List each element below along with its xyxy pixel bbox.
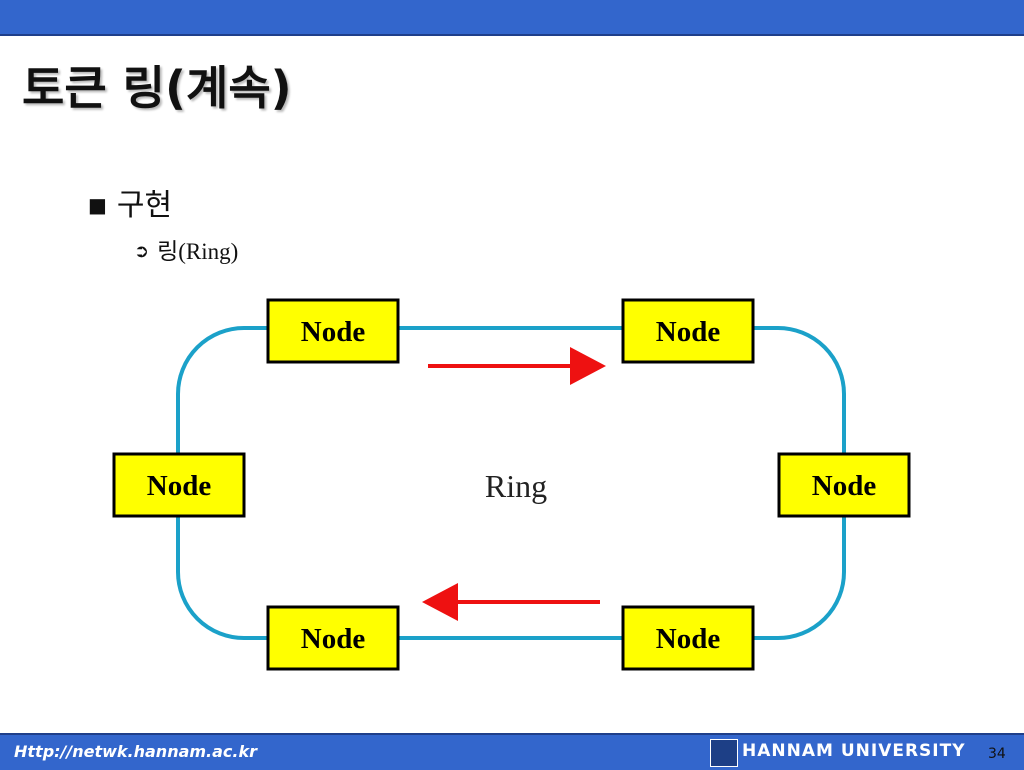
top-bar bbox=[0, 0, 1024, 36]
arrow-right bbox=[428, 347, 606, 385]
node-bottom-right: Node bbox=[621, 605, 755, 671]
node-bottom-left: Node bbox=[266, 605, 400, 671]
slide-title: 토큰 링(계속) bbox=[22, 61, 292, 115]
node-label: Node bbox=[301, 623, 366, 655]
page-number: 34 bbox=[988, 746, 1006, 762]
node-label: Node bbox=[656, 316, 721, 348]
footer-url: Http://netwk.hannam.ac.kr bbox=[14, 742, 258, 761]
bullet-level1-text: 구현 bbox=[116, 188, 173, 223]
arrow-bullet-icon: ➲ bbox=[134, 241, 150, 262]
university-logo-icon bbox=[710, 739, 738, 767]
footer-bar: Http://netwk.hannam.ac.kr HANNAM UNIVERS… bbox=[0, 733, 1024, 770]
node-top-left: Node bbox=[266, 298, 400, 364]
bullet-level2-latin: (Ring) bbox=[178, 239, 239, 264]
bullet-level2-hangul: 링 bbox=[157, 239, 179, 265]
arrow-left bbox=[422, 583, 600, 621]
bullet-level2: ➲ 링(Ring) bbox=[134, 232, 238, 266]
node-label: Node bbox=[812, 470, 877, 502]
node-top-right: Node bbox=[621, 298, 755, 364]
node-label: Node bbox=[301, 316, 366, 348]
node-left: Node bbox=[112, 452, 246, 518]
node-label: Node bbox=[656, 623, 721, 655]
square-bullet-icon: ■ bbox=[88, 193, 107, 217]
ring-label: Ring bbox=[485, 468, 547, 504]
node-right: Node bbox=[777, 452, 911, 518]
footer-university: HANNAM UNIVERSITY bbox=[742, 741, 966, 761]
bullet-level1: ■ 구현 bbox=[88, 180, 172, 224]
node-label: Node bbox=[147, 470, 212, 502]
